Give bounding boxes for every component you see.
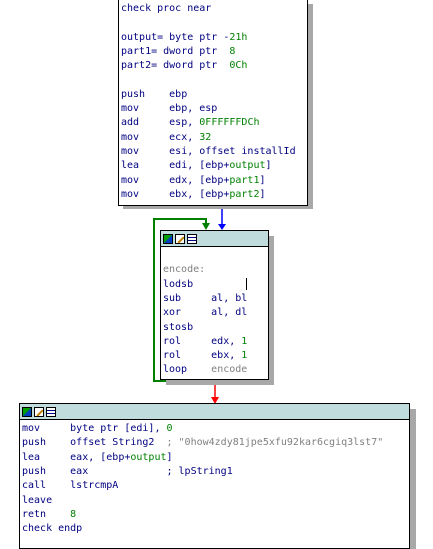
code-token: part1= dword ptr: [121, 45, 230, 57]
code-token: mov byte ptr [edi],: [22, 423, 167, 434]
code-token: check endp: [22, 523, 83, 535]
code-line[interactable]: check endp: [22, 522, 82, 536]
text-cursor: [246, 278, 247, 290]
code-line[interactable]: encode:: [163, 263, 205, 277]
code-token: mov ebp, esp: [121, 103, 218, 115]
code-token: part2= dword ptr: [121, 60, 230, 72]
listing-icon[interactable]: [46, 406, 56, 417]
code-token: push offset String2: [22, 437, 167, 449]
code-immediate: 0FFFFFFDCh: [199, 117, 260, 129]
edit-icon[interactable]: [34, 406, 44, 417]
code-block-encode-loop[interactable]: encode: lodsb sub al, bl xor al, dl stosb rol…: [160, 230, 269, 380]
code-line[interactable]: rol edx, 1: [163, 335, 247, 349]
code-token: mov ecx,: [121, 131, 200, 143]
code-line[interactable]: leave: [22, 494, 52, 508]
code-line[interactable]: stosb: [163, 321, 193, 335]
code-token: add esp,: [121, 117, 200, 129]
code-comment: ; "0how4zdy81jpe5xfu92kar6cgiq3lst7": [166, 437, 384, 449]
code-line[interactable]: part2= dword ptr 0Ch: [121, 59, 247, 73]
code-token: sub al, bl: [163, 292, 248, 304]
code-line[interactable]: mov esi, offset installId: [121, 145, 296, 159]
code-immediate: 1: [241, 335, 248, 347]
code-reference: output: [130, 451, 167, 463]
code-line[interactable]: push offset String2 ; "0how4zdy81jpe5xfu…: [22, 436, 383, 450]
code-token: mov esi, offset installId: [121, 146, 296, 157]
code-token: ]: [166, 451, 173, 463]
code-token: ]: [259, 188, 266, 200]
code-token: push ebp: [121, 88, 188, 100]
code-line[interactable]: mov ebx, [ebp+part2]: [121, 188, 266, 202]
code-token: push eax: [22, 465, 167, 477]
code-immediate: 1: [241, 350, 248, 362]
code-line[interactable]: part1= dword ptr 8: [121, 45, 235, 59]
green-arrowhead: [202, 223, 210, 230]
code-token: retn: [22, 508, 71, 520]
code-reference: output: [229, 160, 266, 172]
code-line[interactable]: push ebp: [121, 88, 187, 102]
code-immediate: 0: [166, 423, 173, 434]
graph-icon[interactable]: [163, 233, 173, 244]
code-line[interactable]: mov ebp, esp: [121, 102, 217, 116]
red-arrowhead: [211, 397, 219, 404]
edit-icon[interactable]: [175, 233, 185, 244]
code-token: stosb: [163, 321, 194, 333]
code-token: mov edx, [ebp+: [121, 174, 230, 186]
code-line[interactable]: add esp, 0FFFFFFDCh: [121, 116, 260, 130]
code-line[interactable]: lea eax, [ebp+output]: [22, 451, 173, 465]
code-token: encode: [211, 364, 248, 376]
code-token: rol ebx,: [163, 350, 242, 362]
block2-titlebar: [161, 231, 268, 247]
code-token: lodsb: [163, 278, 194, 290]
code-line[interactable]: mov edx, [ebp+part1]: [121, 174, 266, 188]
code-token: check proc near: [121, 3, 212, 14]
code-line[interactable]: mov byte ptr [edi], 0: [22, 422, 173, 436]
code-token: loop: [163, 364, 212, 376]
graph-icon[interactable]: [22, 406, 32, 417]
code-immediate: 21h: [229, 31, 248, 43]
blue-arrowhead: [218, 224, 226, 230]
code-line[interactable]: lea edi, [ebp+output]: [121, 159, 272, 173]
code-token: rol edx,: [163, 335, 242, 347]
code-token: leave: [22, 494, 53, 506]
code-immediate: 0Ch: [229, 60, 248, 72]
code-line[interactable]: check proc near: [121, 2, 211, 16]
code-line[interactable]: sub al, bl: [163, 292, 247, 306]
code-line[interactable]: retn 8: [22, 508, 76, 522]
code-token: lea eax, [ebp+: [22, 451, 131, 463]
code-token: lea edi, [ebp+: [121, 160, 230, 172]
code-reference: part2: [229, 188, 260, 200]
code-token: output= byte ptr -: [121, 31, 230, 43]
code-line[interactable]: lodsb: [163, 278, 193, 292]
code-token: xor al, dl: [163, 307, 248, 319]
code-line[interactable]: push eax ; lpString1: [22, 465, 233, 479]
code-token: call lstrcmpA: [22, 480, 119, 492]
code-token: ]: [259, 174, 266, 186]
code-line[interactable]: loop encode: [163, 363, 247, 377]
listing-icon[interactable]: [187, 233, 197, 244]
code-token: ; lpString1: [166, 465, 233, 477]
code-reference: part1: [229, 174, 260, 186]
code-line[interactable]: rol ebx, 1: [163, 349, 247, 363]
code-token: mov ebx, [ebp+: [121, 188, 230, 200]
code-immediate: 32: [199, 131, 212, 143]
code-line[interactable]: xor al, dl: [163, 306, 247, 320]
code-line[interactable]: output= byte ptr -21h: [121, 31, 247, 45]
code-line[interactable]: call lstrcmpA: [22, 479, 118, 493]
code-token: ]: [265, 160, 272, 172]
code-immediate: 8: [229, 45, 236, 57]
block3-titlebar: [20, 404, 409, 420]
code-line[interactable]: mov ecx, 32: [121, 131, 211, 145]
code-immediate: 8: [70, 508, 77, 520]
code-token: encode:: [163, 264, 206, 276]
